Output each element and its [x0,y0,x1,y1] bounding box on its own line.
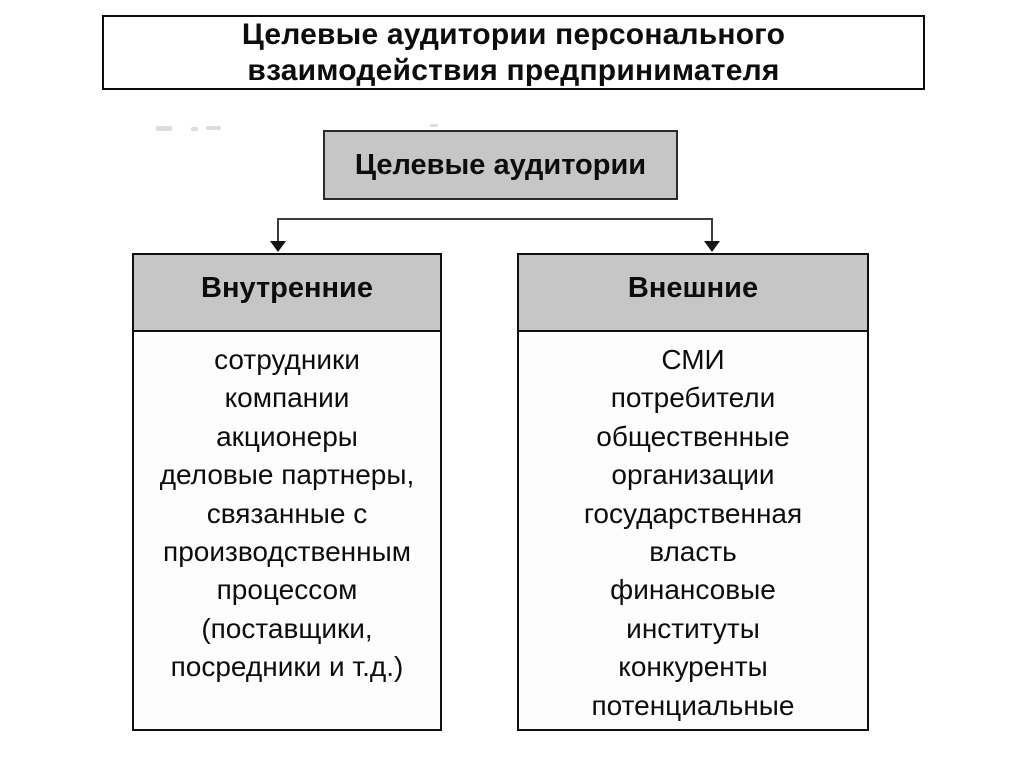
list-line: СМИ [661,344,725,375]
connector-right-drop-line [711,218,713,242]
external-audiences-header: Внешние [519,255,867,332]
list-line: посредники и т.д.) [170,651,404,683]
list-line: связанные с [206,497,368,529]
internal-audiences-box: Внутренние сотрудники компании акционеры де… [132,253,442,731]
root-node-label: Целевые аудитории [354,148,647,181]
arrow-down-icon [270,241,286,252]
list-line: потребители [610,382,776,414]
list-line: компании [224,382,350,414]
list-line: общественные [596,420,790,452]
external-audiences-box: Внешние СМИ потребители общественные органи… [517,253,869,731]
list-line: (поставщики, [201,612,373,644]
connector-left-drop-line [277,218,279,242]
list-line: потенциальные [591,689,795,721]
scan-artifact [156,126,172,131]
page-title: Целевые аудитории персонального взаимоде… [241,17,786,87]
list-line: организации [611,459,775,491]
list-line: сотрудники [214,344,360,375]
internal-audiences-header: Внутренние [134,255,440,332]
list-line: процессом [216,574,358,606]
list-line: производственным [163,536,411,568]
root-node-target-audiences: Целевые аудитории [323,130,678,200]
list-line: институты [626,612,760,644]
list-line: деловые партнеры, [159,459,415,491]
list-line: государственная [583,497,803,529]
title-box: Целевые аудитории персонального взаимоде… [102,15,925,90]
scan-artifact [206,126,221,130]
scan-artifact [430,124,438,127]
arrow-down-icon [704,241,720,252]
external-audiences-list: СМИ потребители общественные организации гос… [519,332,867,725]
internal-audiences-list: сотрудники компании акционеры деловые партн… [134,332,440,687]
list-line: власть [649,536,737,568]
connector-horizontal-line [277,218,713,220]
list-line: конкуренты [618,651,768,683]
scan-artifact [191,127,198,131]
list-line: финансовые [610,574,776,606]
list-line: акционеры [216,420,358,452]
